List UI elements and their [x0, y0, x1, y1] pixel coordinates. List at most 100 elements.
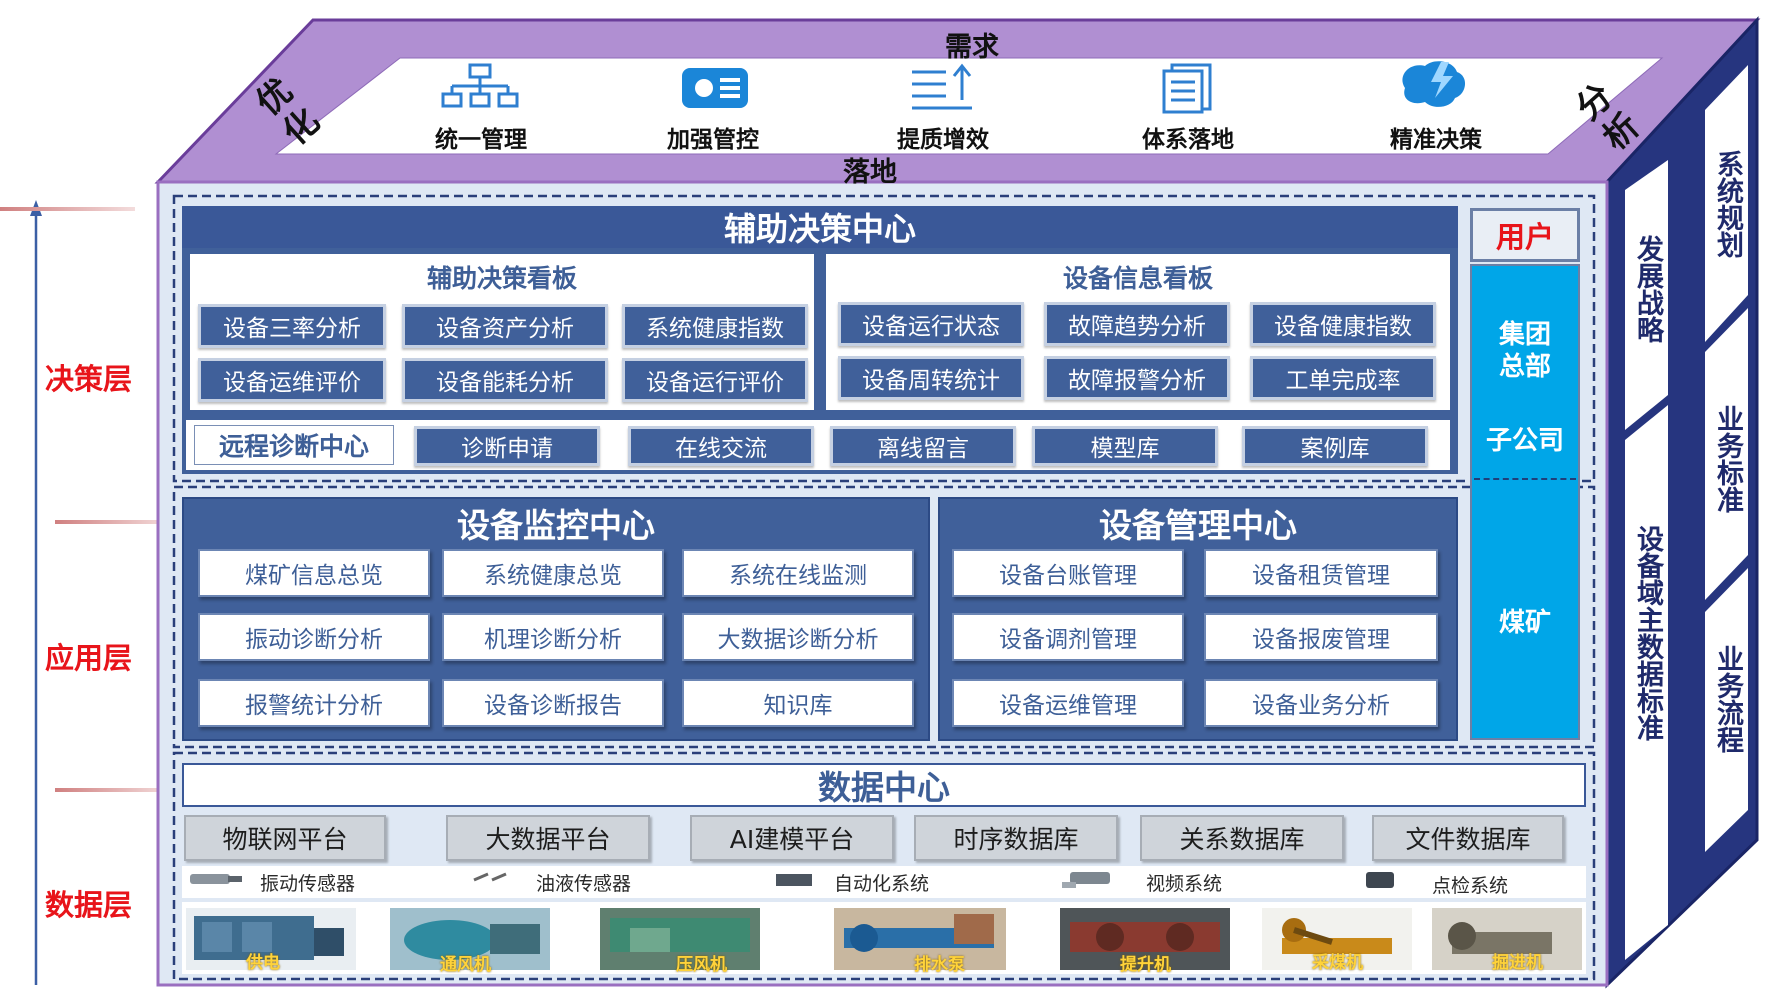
chip-case-library[interactable]: 案例库: [1242, 426, 1428, 466]
decision-board: 辅助决策看板 设备三率分析 设备资产分析 系统健康指数 设备运维评价 设备能耗分…: [190, 254, 814, 410]
chip-iot-platform[interactable]: 物联网平台: [184, 815, 386, 861]
oil-sensor-icon: [470, 868, 510, 886]
top-item-label-5: 精准决策: [1390, 127, 1482, 153]
sensor-label-automation: 自动化系统: [834, 873, 930, 895]
data-center-title: 数据中心: [182, 763, 1586, 807]
document-icon: [1160, 62, 1216, 114]
sensor-row: [182, 866, 1586, 898]
chip-turnover-stats[interactable]: 设备周转统计: [838, 356, 1024, 400]
chip-timeseries-db[interactable]: 时序数据库: [914, 815, 1118, 861]
chip-fault-trend[interactable]: 故障趋势分析: [1044, 302, 1230, 346]
chip-run-status[interactable]: 设备运行状态: [838, 302, 1024, 346]
equipment-label-hoist: 提升机: [1120, 955, 1171, 975]
chip-diagnosis-apply[interactable]: 诊断申请: [414, 426, 600, 466]
chip-ops-evaluation[interactable]: 设备运维评价: [198, 358, 386, 402]
vibration-sensor-icon: [188, 868, 244, 890]
chip-scrap-mgmt[interactable]: 设备报废管理: [1204, 613, 1438, 661]
chip-mechanism-diagnosis[interactable]: 机理诊断分析: [442, 613, 664, 661]
chip-energy-analysis[interactable]: 设备能耗分析: [402, 358, 608, 402]
equipment-label-ventilator: 通风机: [440, 955, 491, 975]
chip-business-analysis[interactable]: 设备业务分析: [1204, 679, 1438, 727]
layer-label-data: 数据层: [45, 888, 133, 922]
chip-workorder-rate[interactable]: 工单完成率: [1250, 356, 1436, 400]
automation-icon: [774, 872, 814, 888]
chip-asset-analysis[interactable]: 设备资产分析: [402, 304, 608, 348]
chip-three-rate[interactable]: 设备三率分析: [198, 304, 386, 348]
brain-icon: [1395, 58, 1471, 112]
chip-online-chat[interactable]: 在线交流: [628, 426, 814, 466]
equipment-drain-pump: 排水泵: [834, 908, 1006, 975]
chip-vibration-diagnosis[interactable]: 振动诊断分析: [198, 613, 430, 661]
equipment-ventilator: 通风机: [390, 908, 550, 975]
top-item-label-4: 体系落地: [1142, 127, 1234, 153]
users-column: [1470, 264, 1580, 740]
top-item-label-3: 提质增效: [897, 127, 989, 153]
layer-divider-top: [0, 207, 135, 211]
chip-ledger-mgmt[interactable]: 设备台账管理: [952, 549, 1184, 597]
control-panel-icon: [680, 66, 750, 110]
chip-bigdata-platform[interactable]: 大数据平台: [446, 815, 650, 861]
equipment-label-roadheader: 掘进机: [1492, 953, 1543, 973]
chip-system-health[interactable]: 系统健康指数: [622, 304, 808, 348]
chip-lease-mgmt[interactable]: 设备租赁管理: [1204, 549, 1438, 597]
decision-board-title: 辅助决策看板: [426, 264, 577, 293]
chip-ai-platform[interactable]: AI建模平台: [690, 815, 894, 861]
top-item-label-1: 统一管理: [435, 127, 527, 153]
equipment-roadheader: 掘进机: [1432, 908, 1582, 973]
layer-divider-mid: [55, 520, 170, 524]
chip-knowledge-base[interactable]: 知识库: [682, 679, 914, 727]
device-info-board-title: 设备信息看板: [1062, 264, 1213, 293]
chip-online-monitoring[interactable]: 系统在线监测: [682, 549, 914, 597]
top-label-demand: 需求: [945, 32, 999, 63]
sensor-label-vibration: 振动传感器: [260, 873, 356, 895]
right-text-strategy: 发展战略: [1632, 235, 1663, 343]
equipment-label-compressor: 压风机: [676, 955, 727, 975]
chip-ops-mgmt[interactable]: 设备运维管理: [952, 679, 1184, 727]
right-text-biz-process: 业务流程: [1712, 645, 1743, 753]
layer-label-application: 应用层: [45, 641, 133, 675]
chip-health-overview[interactable]: 系统健康总览: [442, 549, 664, 597]
chip-device-health[interactable]: 设备健康指数: [1250, 302, 1436, 346]
right-text-planning: 系统规划: [1712, 150, 1743, 258]
equipment-label-power: 供电: [246, 953, 280, 973]
remote-diagnosis-row: 远程诊断中心 诊断申请 在线交流 离线留言 模型库 案例库: [186, 420, 1450, 470]
sensor-label-inspection: 点检系统: [1432, 875, 1509, 897]
layer-divider-low: [55, 788, 170, 792]
management-center: 设备管理中心 设备台账管理 设备租赁管理 设备调剂管理 设备报废管理 设备运维管…: [938, 497, 1458, 741]
users-title: 用户: [1470, 208, 1580, 262]
chip-alarm-stats[interactable]: 报警统计分析: [198, 679, 430, 727]
camera-icon: [1058, 868, 1116, 890]
right-text-masterdata: 设备域主数据标准: [1632, 525, 1663, 741]
monitor-center: 设备监控中心 煤矿信息总览 系统健康总览 系统在线监测 振动诊断分析 机理诊断分…: [182, 497, 930, 741]
chip-run-evaluation[interactable]: 设备运行评价: [622, 358, 808, 402]
remote-diagnosis-title: 远程诊断中心: [194, 425, 394, 465]
device-info-board: 设备信息看板 设备运行状态 故障趋势分析 设备健康指数 设备周转统计 故障报警分…: [826, 254, 1450, 410]
right-text-biz-standard: 业务标准: [1712, 405, 1743, 513]
org-chart-icon: [440, 62, 520, 112]
chip-mine-overview[interactable]: 煤矿信息总览: [198, 549, 430, 597]
chip-fault-alarm[interactable]: 故障报警分析: [1044, 356, 1230, 400]
users-coal-mine: 煤矿: [1498, 607, 1551, 638]
top-label-landing: 落地: [843, 157, 897, 188]
chip-allocation-mgmt[interactable]: 设备调剂管理: [952, 613, 1184, 661]
equipment-label-shearer: 采煤机: [1312, 953, 1363, 973]
equipment-hoist: 提升机: [1060, 908, 1230, 975]
sensor-label-video: 视频系统: [1146, 873, 1223, 895]
chip-relational-db[interactable]: 关系数据库: [1140, 815, 1344, 861]
inspection-device-icon: [1362, 868, 1398, 890]
users-group-hq: 集团总部: [1498, 320, 1551, 382]
chip-offline-message[interactable]: 离线留言: [830, 426, 1016, 466]
decision-center-title: 辅助决策中心: [182, 206, 1458, 248]
users-subsidiary: 子公司: [1485, 425, 1564, 456]
sensor-label-oil: 油液传感器: [536, 873, 632, 895]
layer-label-decision: 决策层: [45, 362, 133, 396]
chip-bigdata-diagnosis[interactable]: 大数据诊断分析: [682, 613, 914, 661]
management-center-title: 设备管理中心: [1099, 506, 1297, 545]
top-item-label-2: 加强管控: [667, 127, 759, 153]
list-upload-icon: [908, 62, 978, 112]
chip-model-library[interactable]: 模型库: [1032, 426, 1218, 466]
equipment-shearer: 采煤机: [1262, 908, 1412, 973]
chip-file-db[interactable]: 文件数据库: [1372, 815, 1564, 861]
monitor-center-title: 设备监控中心: [457, 506, 655, 545]
chip-diagnosis-report[interactable]: 设备诊断报告: [442, 679, 664, 727]
